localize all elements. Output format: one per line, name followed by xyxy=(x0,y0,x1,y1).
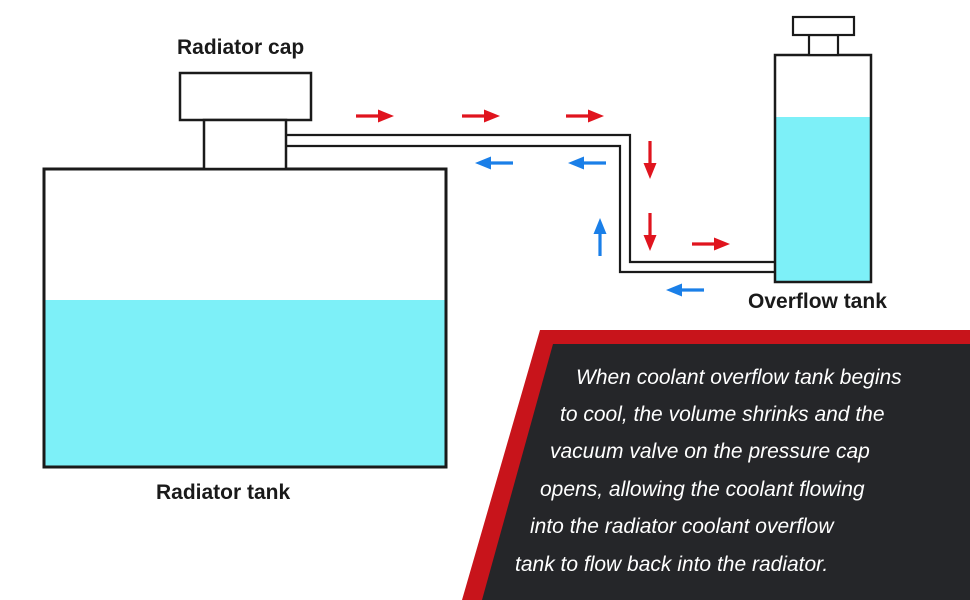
radiator-cap-neck xyxy=(202,118,288,171)
coolant-return-arrow-icon xyxy=(666,283,704,297)
overflow-hose xyxy=(286,133,775,274)
caption-line: vacuum valve on the pressure cap xyxy=(550,440,870,463)
radiator-tank-coolant xyxy=(44,300,446,467)
coolant-outflow-arrow-icon xyxy=(462,109,500,123)
overflow-tank-coolant xyxy=(775,117,871,282)
coolant-outflow-arrow-icon xyxy=(566,109,604,123)
caption-line: opens, allowing the coolant flowing xyxy=(540,478,865,501)
overflow-hose-inner-wall xyxy=(286,144,775,274)
overflow-hose-outer-wall xyxy=(286,133,775,264)
coolant-return-arrow-icon xyxy=(568,156,606,170)
overflow-tank-cap-neck xyxy=(807,33,840,57)
coolant-return-arrow-icon xyxy=(593,218,607,256)
overflow-tank xyxy=(773,15,873,284)
coolant-outflow-arrow-icon xyxy=(643,141,657,179)
radiator-tank xyxy=(42,167,448,469)
coolant-outflow-arrow-icon xyxy=(643,213,657,251)
caption-banner xyxy=(462,330,970,600)
caption-line: When coolant overflow tank begins xyxy=(576,366,902,389)
coolant-return-arrow-icon xyxy=(475,156,513,170)
overflow-tank-label: Overflow tank xyxy=(748,290,887,313)
radiator-tank-label: Radiator tank xyxy=(156,481,291,504)
overflow-tank-cap xyxy=(791,15,856,37)
coolant-outflow-arrow-icon xyxy=(356,109,394,123)
caption-banner-background xyxy=(482,344,970,600)
coolant-outflow-arrow-icon xyxy=(692,237,730,251)
radiator-cap xyxy=(178,71,313,171)
radiator-cap-label: Radiator cap xyxy=(177,36,305,59)
radiator-cap-top xyxy=(178,71,313,122)
caption-line: into the radiator coolant overflow xyxy=(530,515,834,538)
caption-line: to cool, the volume shrinks and the xyxy=(560,403,885,426)
flow-arrows xyxy=(356,109,730,297)
caption-line: tank to flow back into the radiator. xyxy=(515,553,829,576)
